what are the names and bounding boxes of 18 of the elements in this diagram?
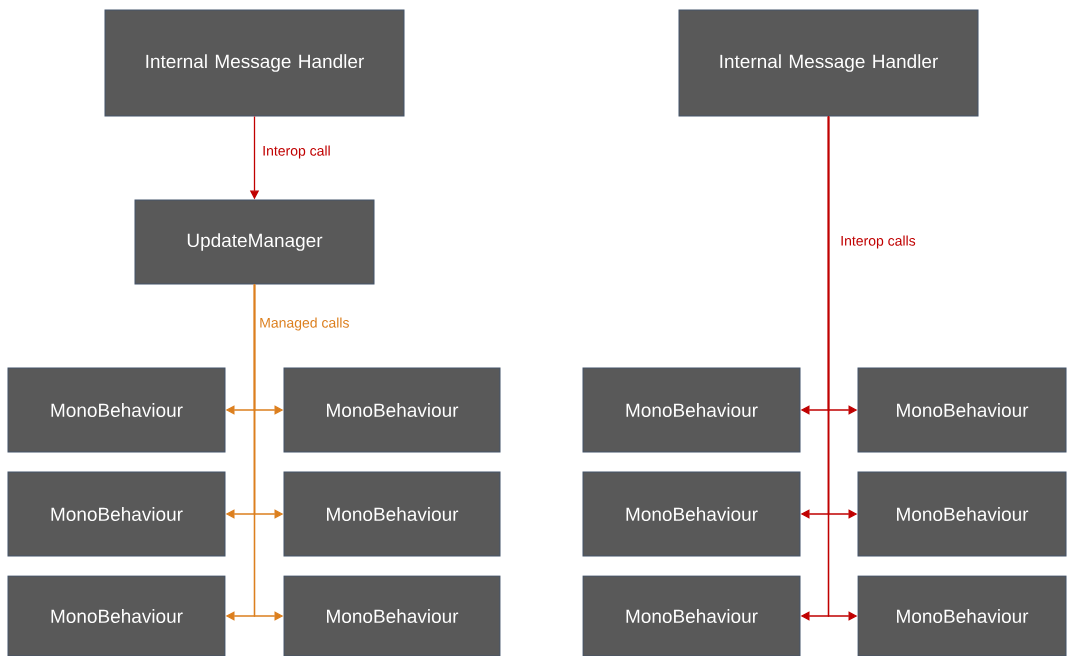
process-box: MonoBehaviour — [7, 367, 226, 453]
process-box: MonoBehaviour — [857, 575, 1067, 656]
process-box: MonoBehaviour — [7, 471, 226, 557]
process-box: Internal Message Handler — [104, 9, 405, 117]
process-box: MonoBehaviour — [857, 471, 1067, 557]
process-box: MonoBehaviour — [7, 575, 226, 656]
process-box: MonoBehaviour — [582, 575, 801, 656]
edge-label: Managed calls — [258, 316, 351, 332]
edge-label: Interop calls — [839, 234, 917, 250]
process-box: Internal Message Handler — [678, 9, 979, 117]
process-box: MonoBehaviour — [283, 471, 501, 557]
process-box: MonoBehaviour — [582, 471, 801, 557]
edge-label: Interop call — [261, 144, 332, 160]
process-box: MonoBehaviour — [283, 367, 501, 453]
process-box: MonoBehaviour — [582, 367, 801, 453]
process-box: UpdateManager — [134, 199, 375, 285]
process-box: MonoBehaviour — [283, 575, 501, 656]
process-box: MonoBehaviour — [857, 367, 1067, 453]
